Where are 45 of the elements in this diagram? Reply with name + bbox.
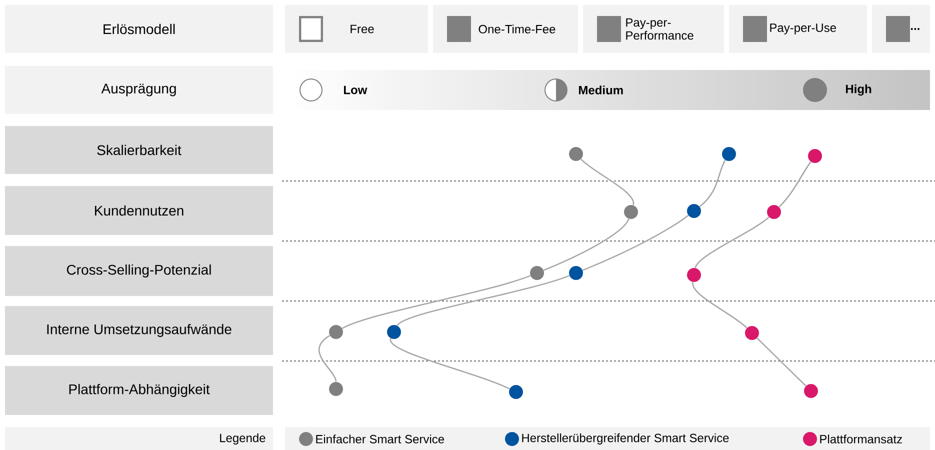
connector-curve xyxy=(543,218,630,271)
revenue-box: Pay-per-Use xyxy=(729,5,867,53)
data-dot xyxy=(745,326,759,340)
connector-curve xyxy=(390,338,510,390)
revenue-box: One-Time-Fee xyxy=(433,5,578,53)
row-label-box: Cross-Selling-Potenzial xyxy=(5,246,273,296)
connector-curve xyxy=(699,160,726,208)
data-dot xyxy=(530,266,544,280)
row-label-box: Kundennutzen xyxy=(5,186,273,235)
level-label: High xyxy=(846,84,872,96)
level-label: Medium xyxy=(579,86,623,94)
connector-curve xyxy=(582,214,689,271)
revenue-box: Pay-per-Performance xyxy=(583,5,724,53)
revenue-box: Free xyxy=(285,5,428,53)
level-label: Low xyxy=(344,86,368,94)
data-dot xyxy=(767,205,781,219)
data-dot xyxy=(329,325,343,339)
row-label-box: Skalierbarkeit xyxy=(5,126,273,174)
connector-curve xyxy=(692,282,748,328)
data-dot xyxy=(808,149,822,163)
data-dot xyxy=(569,266,583,280)
connector-curve xyxy=(342,275,531,329)
connector-curve xyxy=(580,158,634,206)
legend-label: Plattformansatz xyxy=(820,434,902,444)
data-dot xyxy=(722,147,736,161)
data-dot xyxy=(687,268,701,282)
connector-curve xyxy=(694,216,770,268)
data-dot xyxy=(624,205,638,219)
data-dot xyxy=(509,385,523,399)
data-dot xyxy=(329,382,343,396)
row-label-box: Ausprägung xyxy=(5,66,273,114)
data-dot xyxy=(687,204,701,218)
data-dot xyxy=(804,384,818,398)
connector-curve xyxy=(756,338,806,386)
legend-label: Herstellerübergreifender Smart Service xyxy=(522,433,729,445)
row-label-box: Interne Umsetzungsaufwände xyxy=(5,306,273,355)
data-dot xyxy=(387,325,401,339)
legend-label: Einfacher Smart Service xyxy=(316,434,444,444)
legend-title: Legende xyxy=(220,433,266,445)
connector-curve xyxy=(318,335,337,382)
connector-curve xyxy=(396,275,570,326)
data-dot xyxy=(569,147,583,161)
row-label-box: Plattform-Abhängigkeit xyxy=(5,366,273,415)
connector-curve xyxy=(778,161,812,208)
row-label-box: Erlösmodell xyxy=(5,5,273,53)
